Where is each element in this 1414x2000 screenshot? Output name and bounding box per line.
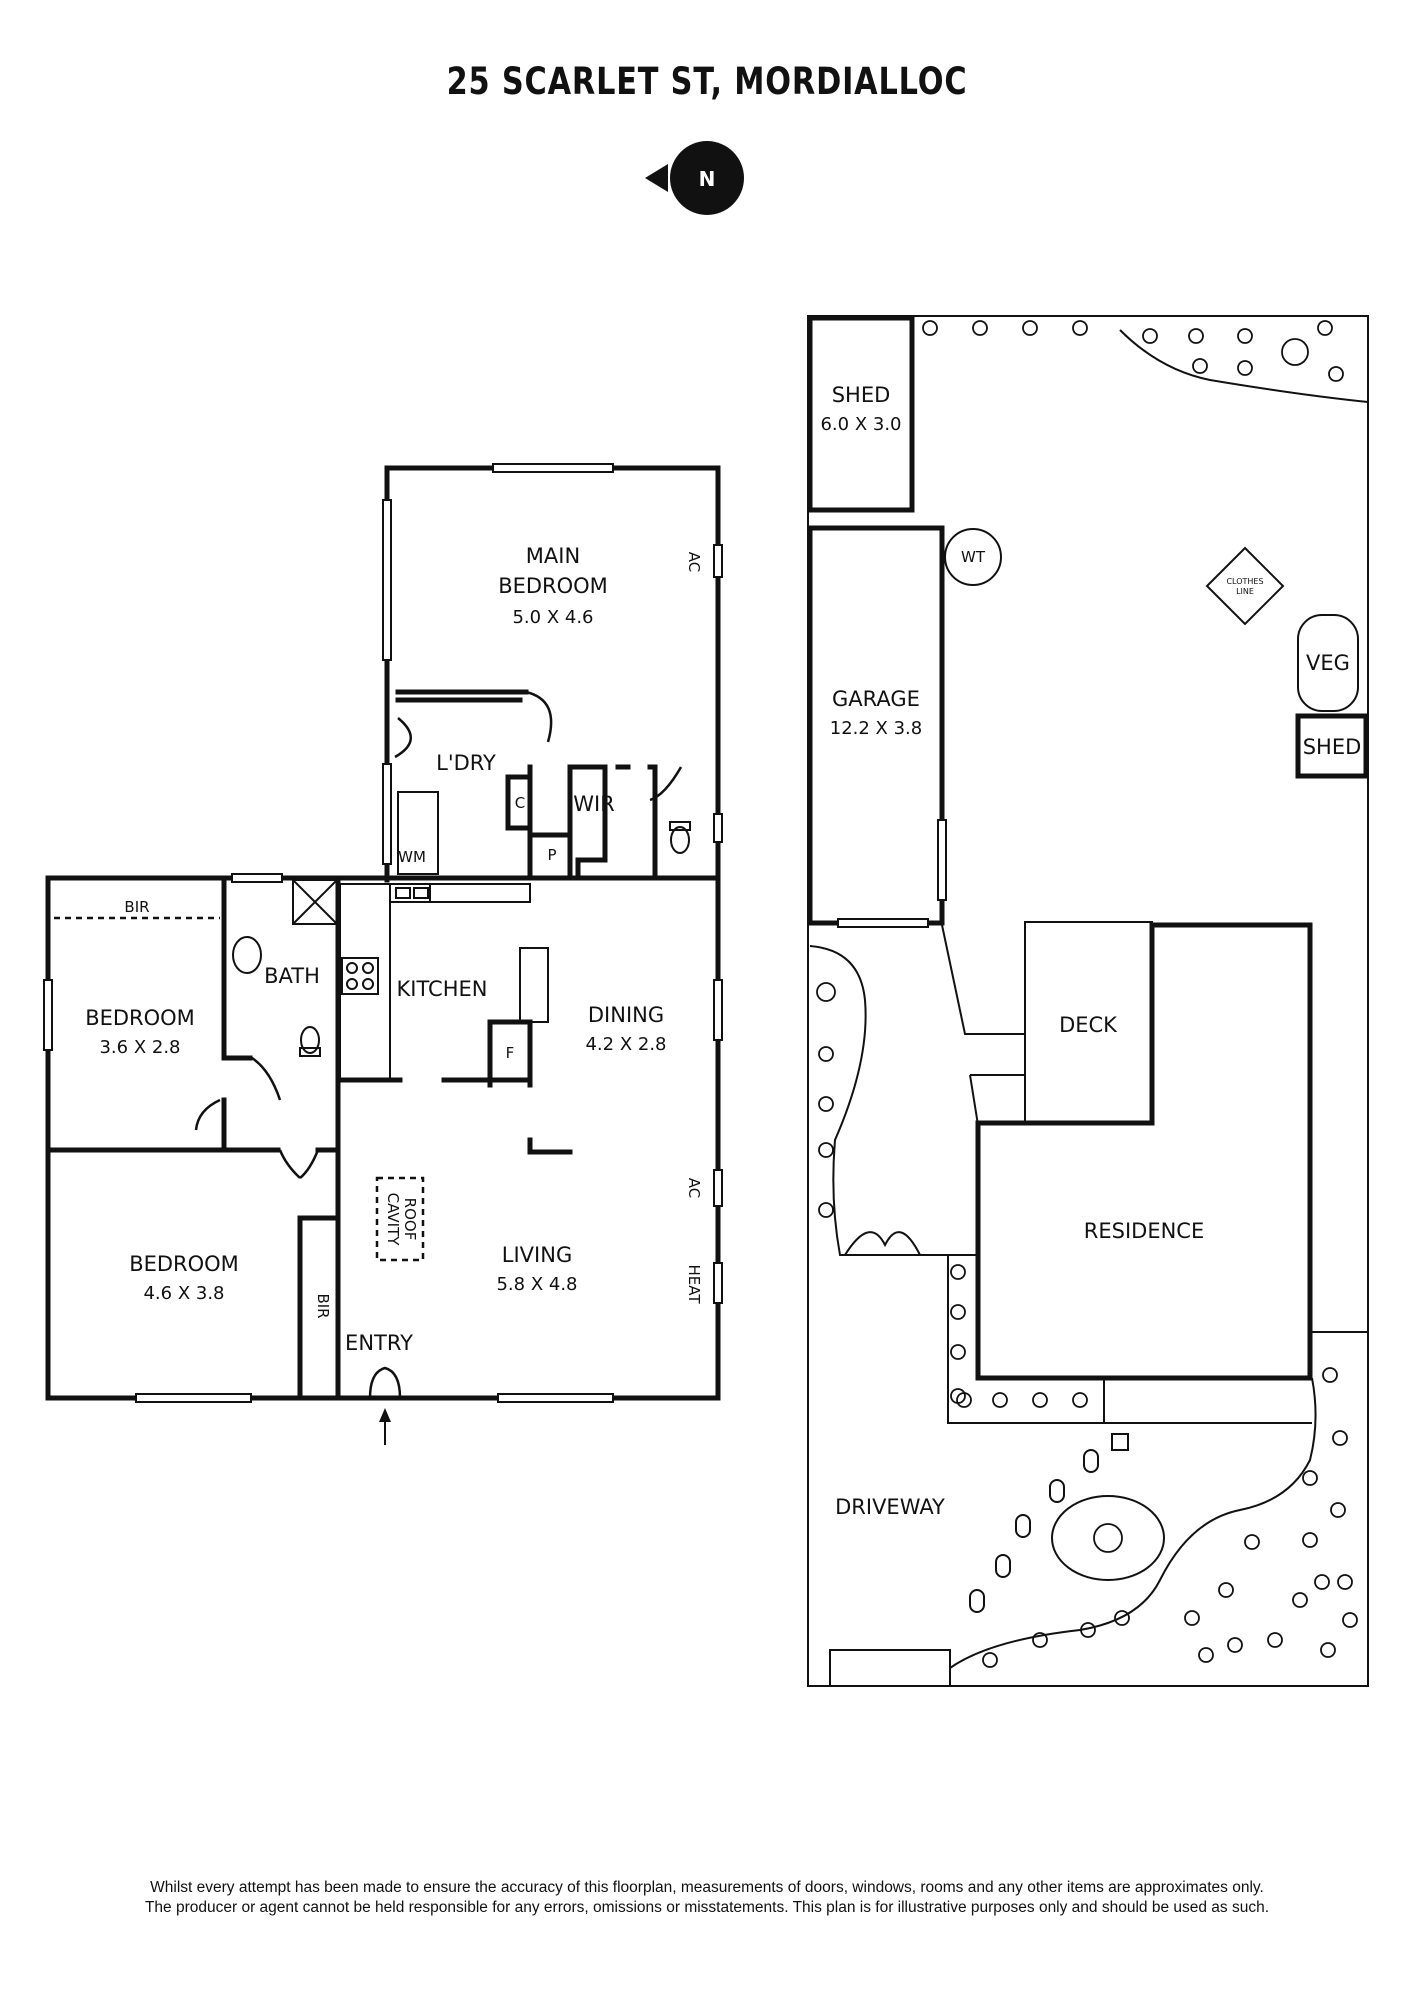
roof-cavity-label-1: ROOF <box>401 1198 419 1241</box>
windows <box>43 463 723 1403</box>
clothes-line-label-1: CLOTHES <box>1226 577 1263 586</box>
ac-main-label: AC <box>685 552 703 572</box>
fridge-label: F <box>506 1044 515 1062</box>
bedroom-2-label: BEDROOM <box>85 1006 195 1030</box>
residence-label: RESIDENCE <box>1084 1219 1204 1243</box>
driveway-label: DRIVEWAY <box>835 1495 945 1519</box>
clothes-line-label-2: LINE <box>1236 587 1254 596</box>
shrubs <box>816 320 1358 1668</box>
cupboard-label: C <box>515 794 525 812</box>
bath-label: BATH <box>264 964 320 988</box>
page-title: 25 SCARLET ST, MORDIALLOC <box>446 60 968 103</box>
shed-small-label: SHED <box>1303 735 1362 759</box>
north-arrow-icon: N <box>645 141 744 215</box>
main-bedroom-label-1: MAIN <box>526 544 580 568</box>
dashed-lines <box>54 778 532 1392</box>
veg-label: VEG <box>1306 651 1350 675</box>
north-label: N <box>699 167 716 191</box>
garage-size: 12.2 X 3.8 <box>830 718 922 739</box>
entry-arrow-icon <box>379 1408 391 1445</box>
kitchen-fixtures <box>232 791 691 1081</box>
living-size: 5.8 X 4.8 <box>496 1274 577 1295</box>
ac-living-label: AC <box>685 1178 703 1198</box>
bedroom-3-size: 4.6 X 3.8 <box>143 1283 224 1304</box>
deck-label: DECK <box>1059 1013 1118 1037</box>
water-tank-label: WT <box>961 548 986 566</box>
shed-large-size: 6.0 X 3.0 <box>820 414 901 435</box>
bir-side-label: BIR <box>314 1293 332 1318</box>
laundry-label: L'DRY <box>436 751 496 775</box>
shed-large-label: SHED <box>832 383 891 407</box>
disclaimer: Whilst every attempt has been made to en… <box>0 1878 1414 1918</box>
entry-label: ENTRY <box>345 1331 413 1355</box>
kitchen-label: KITCHEN <box>397 977 488 1001</box>
bedroom-3-label: BEDROOM <box>129 1252 239 1276</box>
heat-label: HEAT <box>685 1264 703 1304</box>
disclaimer-line-1: Whilst every attempt has been made to en… <box>150 1879 1264 1896</box>
dining-size: 4.2 X 2.8 <box>585 1034 666 1055</box>
main-bedroom-size: 5.0 X 4.6 <box>512 607 593 628</box>
dining-label: DINING <box>588 1003 664 1027</box>
roof-cavity-label-2: CAVITY <box>384 1193 402 1247</box>
pantry-label: P <box>547 846 556 864</box>
living-label: LIVING <box>502 1243 572 1267</box>
bedroom-2-size: 3.6 X 2.8 <box>99 1037 180 1058</box>
main-bedroom-label-2: BEDROOM <box>498 574 608 598</box>
doors <box>194 690 683 1399</box>
wir-label: WIR <box>573 792 615 816</box>
garage-label: GARAGE <box>832 687 920 711</box>
bir-top-label: BIR <box>124 898 149 916</box>
disclaimer-line-2: The producer or agent cannot be held res… <box>144 1899 1270 1916</box>
site-plan <box>807 315 1369 1687</box>
wm-label: WM <box>398 848 426 866</box>
